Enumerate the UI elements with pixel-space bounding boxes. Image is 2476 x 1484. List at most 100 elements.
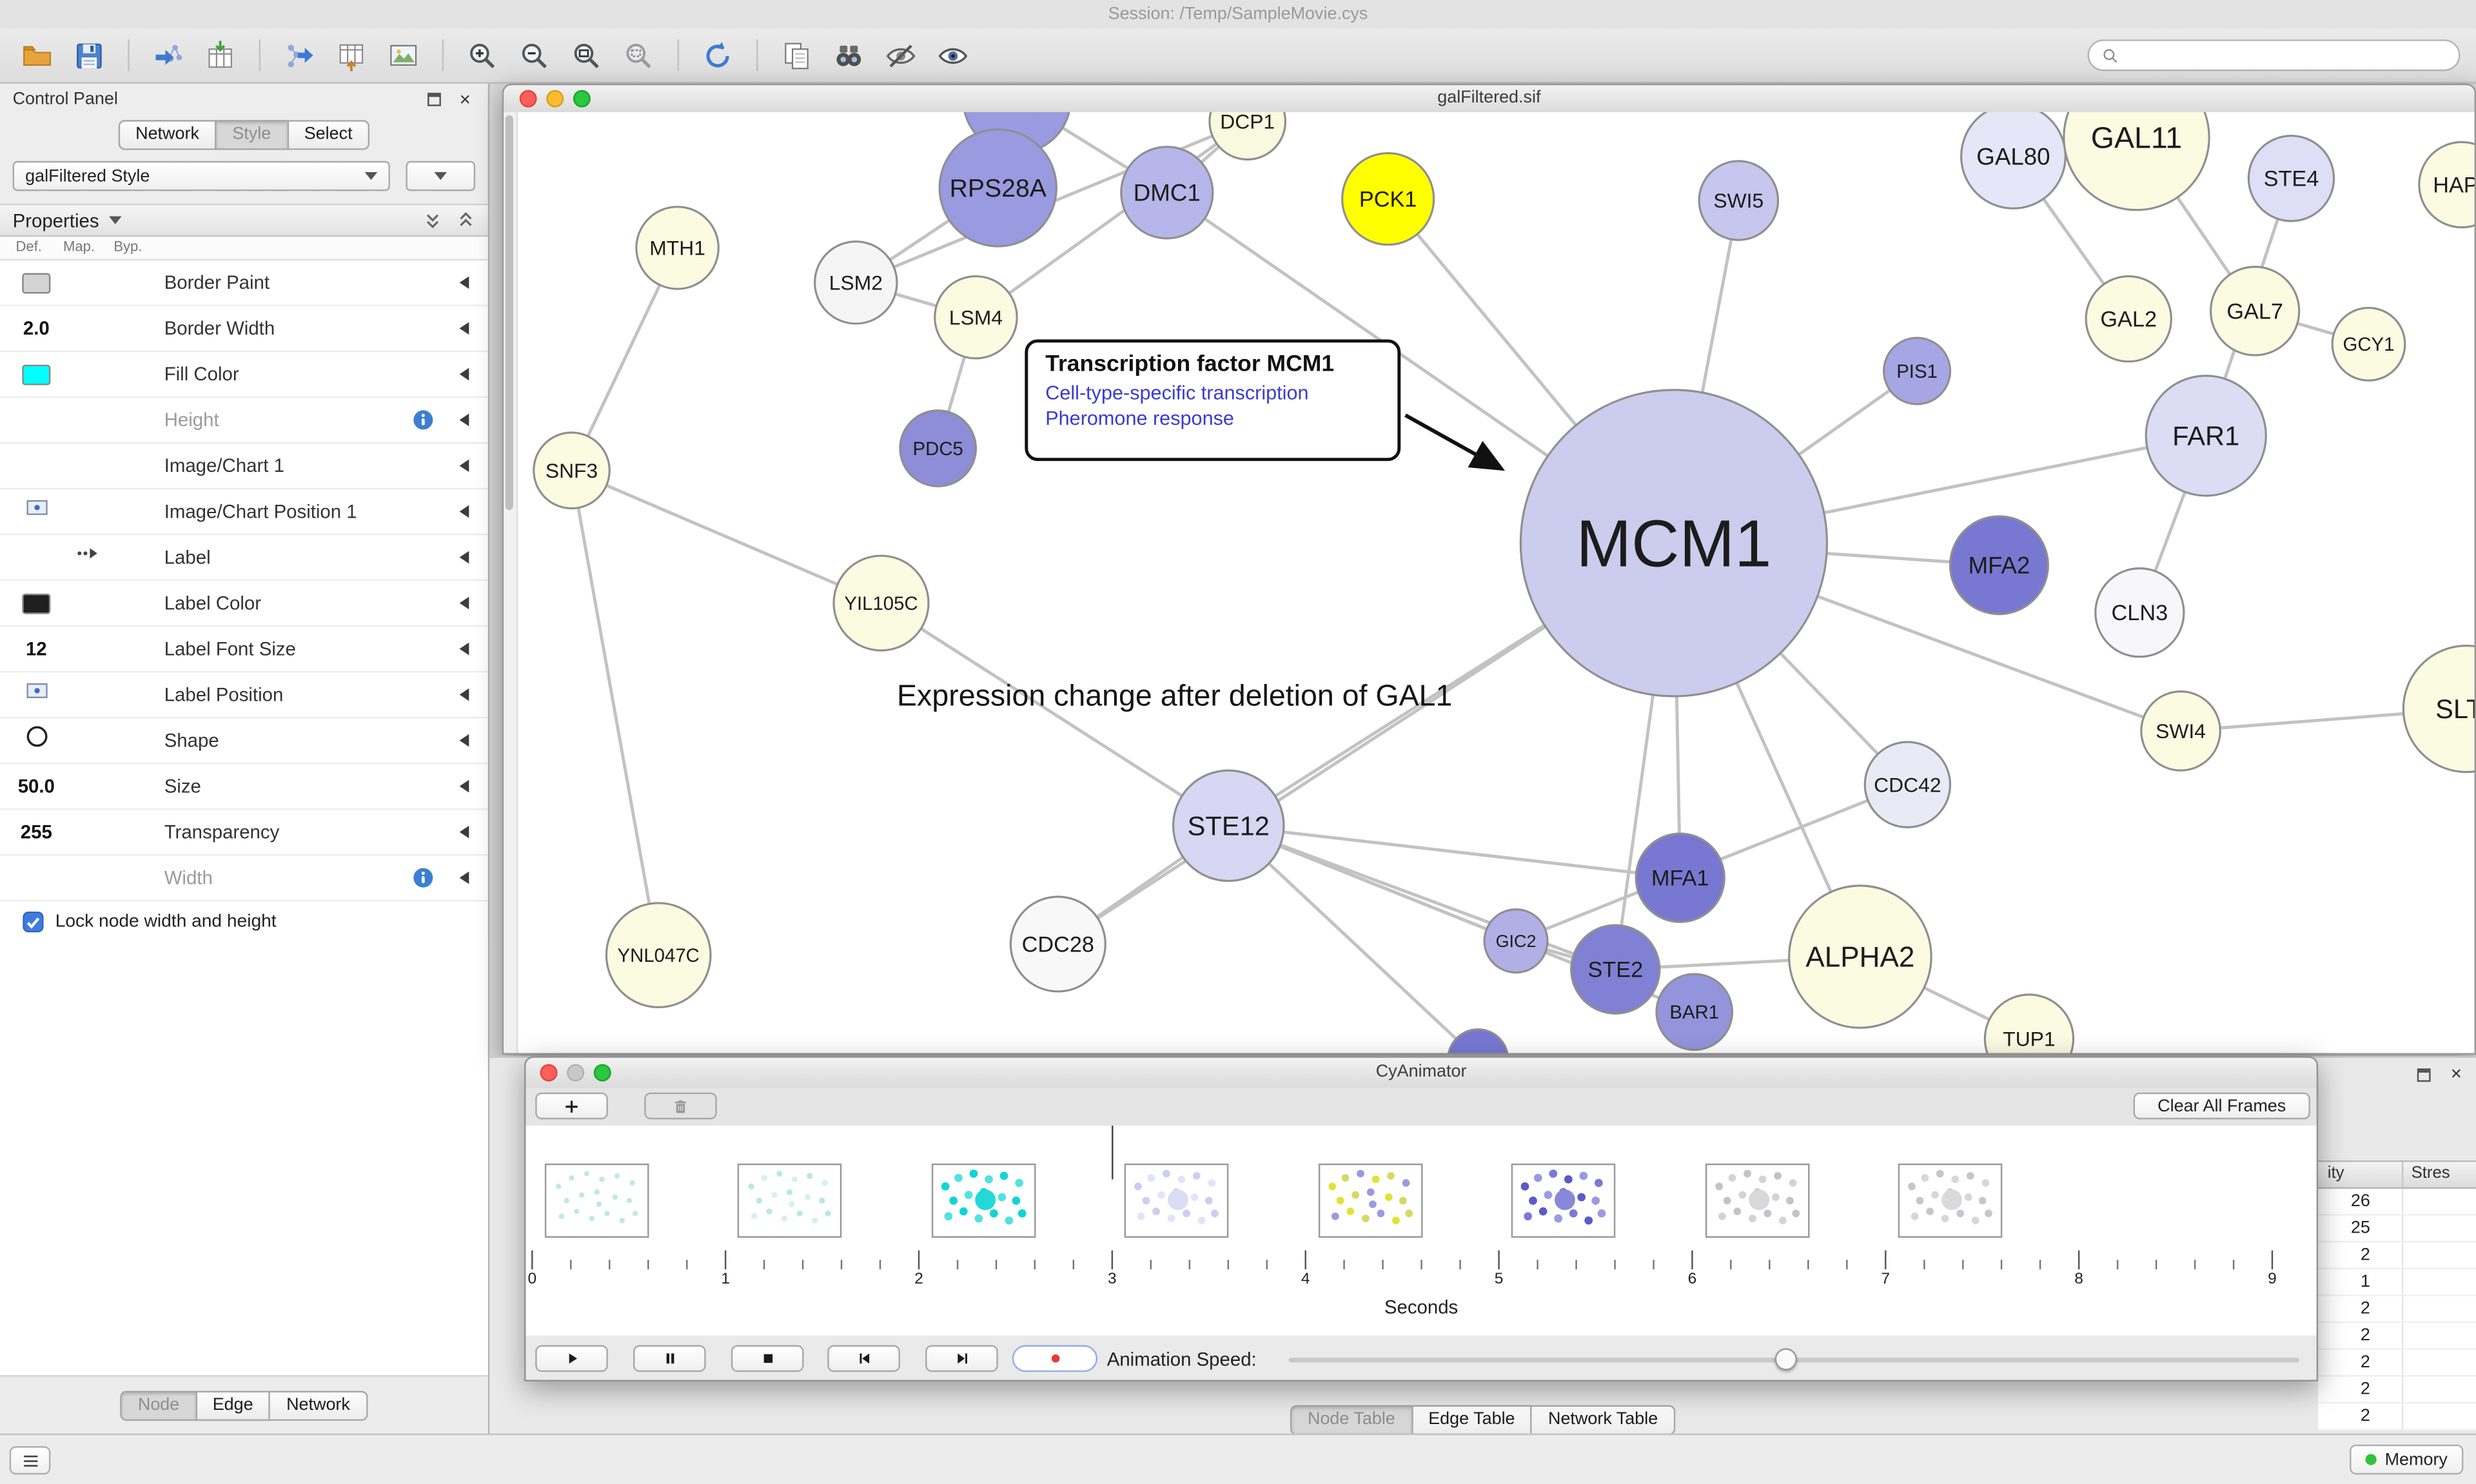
import-table-icon[interactable]: [199, 35, 242, 76]
node-DMC1[interactable]: DMC1: [1120, 146, 1214, 240]
tab-style[interactable]: Style: [216, 120, 289, 150]
close-panel-icon[interactable]: ×: [459, 87, 471, 110]
node-SNF3[interactable]: SNF3: [533, 431, 611, 510]
property-row-label-position[interactable]: Label Position: [0, 672, 488, 719]
info-icon[interactable]: [412, 866, 434, 888]
node-GIC2[interactable]: GIC2: [1483, 908, 1549, 974]
node-HAP4[interactable]: HAP4: [2418, 141, 2476, 229]
next-button[interactable]: [925, 1345, 998, 1372]
expand-arrow-icon[interactable]: [459, 459, 469, 473]
export-network-icon[interactable]: [278, 35, 320, 76]
expand-arrow-icon[interactable]: [459, 734, 469, 747]
tab-edge[interactable]: Edge: [197, 1390, 271, 1420]
frame-thumbnail-4[interactable]: [1318, 1163, 1422, 1238]
style-select[interactable]: galFiltered Style: [12, 161, 390, 191]
zoom-window-button[interactable]: [573, 90, 591, 108]
property-row-image-chart-1[interactable]: Image/Chart 1: [0, 444, 488, 490]
node-GAL80[interactable]: GAL80: [1960, 112, 2067, 210]
minimize-window-button[interactable]: [567, 1064, 585, 1082]
node-MCM1[interactable]: MCM1: [1519, 389, 1829, 698]
frame-thumbnail-6[interactable]: [1704, 1163, 1809, 1238]
tab-select[interactable]: Select: [288, 120, 370, 150]
frame-thumbnail-0[interactable]: [544, 1163, 649, 1238]
color-swatch[interactable]: [22, 272, 51, 293]
tab-network-table[interactable]: Network Table: [1532, 1405, 1676, 1436]
frame-thumbnail-7[interactable]: [1898, 1163, 2003, 1238]
show-all-icon[interactable]: [932, 35, 974, 76]
table-row[interactable]: 2: [2318, 1296, 2476, 1323]
info-icon[interactable]: [412, 409, 434, 431]
default-value[interactable]: 50.0: [17, 775, 55, 797]
table-row[interactable]: 2: [2318, 1323, 2476, 1350]
property-row-shape[interactable]: Shape: [0, 718, 488, 765]
lock-size-row[interactable]: Lock node width and height: [0, 901, 488, 942]
open-folder-icon[interactable]: [15, 35, 58, 76]
zoom-selected-icon[interactable]: [618, 35, 660, 76]
delete-frame-button[interactable]: [644, 1092, 717, 1120]
expand-arrow-icon[interactable]: [459, 367, 469, 381]
table-row[interactable]: 1: [2318, 1269, 2476, 1296]
property-row-height[interactable]: Height: [0, 398, 488, 444]
table-column-header[interactable]: ity: [2318, 1162, 2404, 1187]
annotation-link[interactable]: Cell-type-specific transcription: [1045, 382, 1309, 404]
record-button[interactable]: [1012, 1345, 1098, 1372]
color-swatch[interactable]: [22, 592, 51, 614]
default-value[interactable]: 12: [25, 638, 47, 660]
collapse-all-icon[interactable]: [423, 210, 442, 231]
node-PDC5[interactable]: PDC5: [899, 409, 978, 487]
expand-arrow-icon[interactable]: [459, 596, 469, 610]
node-YIL105C[interactable]: YIL105C: [832, 554, 930, 652]
table-column-header[interactable]: Stres: [2411, 1163, 2450, 1183]
node-GAL11[interactable]: GAL11: [2063, 112, 2210, 211]
table-row[interactable]: 2: [2318, 1403, 2476, 1430]
tab-node[interactable]: Node: [120, 1390, 197, 1420]
tab-network[interactable]: Network: [270, 1390, 368, 1420]
network-canvas[interactable]: RPS28ADMC1DCP1PCK1SWI5GAL80GAL11STE4HAP4…: [516, 112, 2476, 1055]
float-table-panel-icon[interactable]: [2413, 1064, 2433, 1085]
frame-thumbnail-1[interactable]: [738, 1163, 843, 1238]
expand-arrow-icon[interactable]: [459, 779, 469, 793]
export-table-icon[interactable]: [330, 35, 373, 76]
properties-header[interactable]: Properties: [0, 203, 488, 237]
default-value[interactable]: 255: [20, 821, 52, 843]
show-panels-button[interactable]: [9, 1446, 51, 1475]
node-MTH1[interactable]: MTH1: [635, 206, 720, 290]
save-icon[interactable]: [68, 35, 110, 76]
expand-arrow-icon[interactable]: [459, 505, 469, 518]
default-value[interactable]: 2.0: [23, 317, 50, 340]
zoom-fit-icon[interactable]: [565, 35, 608, 76]
expand-arrow-icon[interactable]: [459, 551, 469, 564]
node-STE2[interactable]: STE2: [1570, 924, 1661, 1015]
node-STE4[interactable]: STE4: [2247, 135, 2335, 222]
expand-all-icon[interactable]: [457, 210, 475, 231]
node-SWI4[interactable]: SWI4: [2140, 690, 2221, 772]
node-MFA1[interactable]: MFA1: [1635, 832, 1725, 923]
memory-button[interactable]: Memory: [2350, 1444, 2464, 1475]
float-panel-icon[interactable]: [423, 89, 444, 110]
hide-selected-icon[interactable]: [879, 35, 922, 76]
node-DCP1[interactable]: DCP1: [1208, 112, 1287, 161]
minimize-window-button[interactable]: [546, 90, 564, 108]
node-MFA2[interactable]: MFA2: [1949, 515, 2049, 616]
node-YNL047C[interactable]: YNL047C: [605, 902, 712, 1009]
node-GAL7[interactable]: GAL7: [2209, 266, 2301, 356]
refresh-icon[interactable]: [696, 35, 739, 76]
node-STE12[interactable]: STE12: [1172, 769, 1285, 883]
close-window-button[interactable]: [519, 90, 537, 108]
export-image-icon[interactable]: [382, 35, 425, 76]
annotation-link[interactable]: Pheromone response: [1045, 407, 1234, 430]
node-TUP1[interactable]: TUP1: [1983, 993, 2075, 1055]
checkbox-checked-icon[interactable]: [22, 911, 44, 933]
speed-slider[interactable]: [1288, 1348, 2299, 1371]
node-CDC28[interactable]: CDC28: [1009, 895, 1106, 993]
property-row-label-color[interactable]: Label Color: [0, 581, 488, 627]
play-button[interactable]: [535, 1345, 608, 1372]
search-input[interactable]: [2127, 44, 2446, 66]
table-row[interactable]: 2: [2318, 1376, 2476, 1404]
expand-arrow-icon[interactable]: [459, 642, 469, 656]
frame-thumbnail-3[interactable]: [1125, 1163, 1230, 1238]
node-PIS1[interactable]: PIS1: [1883, 337, 1952, 405]
tab-edge-table[interactable]: Edge Table: [1412, 1405, 1533, 1436]
node-SWI5[interactable]: SWI5: [1698, 160, 1780, 241]
